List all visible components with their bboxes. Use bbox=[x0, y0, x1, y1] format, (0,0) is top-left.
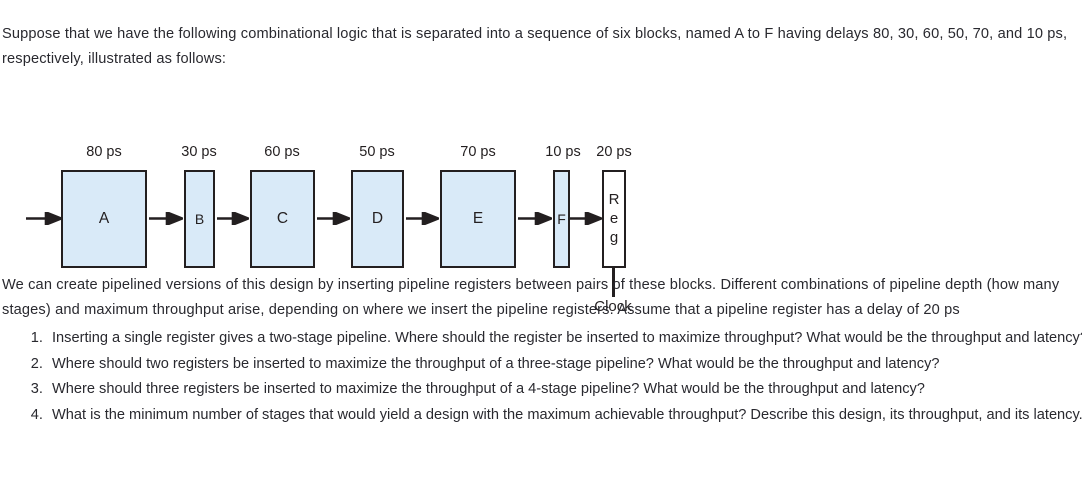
arrow-e-to-f-icon bbox=[518, 212, 552, 225]
block-b-label: B bbox=[194, 211, 205, 227]
block-c: C bbox=[250, 170, 315, 268]
arrow-d-to-e-icon bbox=[406, 212, 439, 225]
arrow-b-to-c-icon bbox=[217, 212, 249, 225]
delay-label-b: 30 ps bbox=[181, 144, 217, 160]
register-label-line-1: R bbox=[608, 191, 620, 209]
question-item-2: Where should two registers be inserted t… bbox=[47, 352, 1082, 377]
delay-label-c: 60 ps bbox=[264, 144, 300, 160]
pipeline-explanation-paragraph: We can create pipelined versions of this… bbox=[2, 276, 1060, 318]
block-f: F bbox=[553, 170, 570, 268]
delay-label-f: 10 ps bbox=[545, 144, 581, 160]
pipeline-block-diagram: 80 ps 30 ps 60 ps 50 ps 70 ps 10 ps 20 p… bbox=[0, 68, 700, 315]
delay-label-reg: 20 ps bbox=[596, 144, 632, 160]
arrow-c-to-d-icon bbox=[317, 212, 350, 225]
block-a-label: A bbox=[98, 210, 110, 227]
question-item-3: Where should three registers be inserted… bbox=[47, 377, 1082, 402]
block-d: D bbox=[351, 170, 404, 268]
arrow-a-to-b-icon bbox=[149, 212, 183, 225]
register-label-line-3: g bbox=[609, 228, 619, 246]
delay-label-d: 50 ps bbox=[359, 144, 395, 160]
block-register: R e g bbox=[602, 170, 626, 268]
delay-label-a: 80 ps bbox=[86, 144, 122, 160]
questions-list: Inserting a single register gives a two-… bbox=[0, 326, 1082, 428]
clock-label: Clock bbox=[594, 298, 632, 315]
question-item-4: What is the minimum number of stages tha… bbox=[47, 403, 1082, 428]
block-b: B bbox=[184, 170, 215, 268]
block-c-label: C bbox=[276, 210, 289, 227]
block-f-label: F bbox=[557, 211, 566, 227]
block-e-label: E bbox=[472, 210, 484, 227]
input-arrow-icon bbox=[26, 212, 62, 225]
arrow-f-to-reg-icon bbox=[570, 212, 602, 225]
block-e: E bbox=[440, 170, 516, 268]
intro-paragraph: Suppose that we have the following combi… bbox=[2, 25, 1068, 67]
clock-connector-line bbox=[612, 268, 615, 297]
question-item-1: Inserting a single register gives a two-… bbox=[47, 326, 1082, 351]
register-label-line-2: e bbox=[609, 210, 619, 228]
block-a: A bbox=[61, 170, 147, 268]
block-d-label: D bbox=[371, 210, 384, 227]
delay-label-e: 70 ps bbox=[460, 144, 496, 160]
